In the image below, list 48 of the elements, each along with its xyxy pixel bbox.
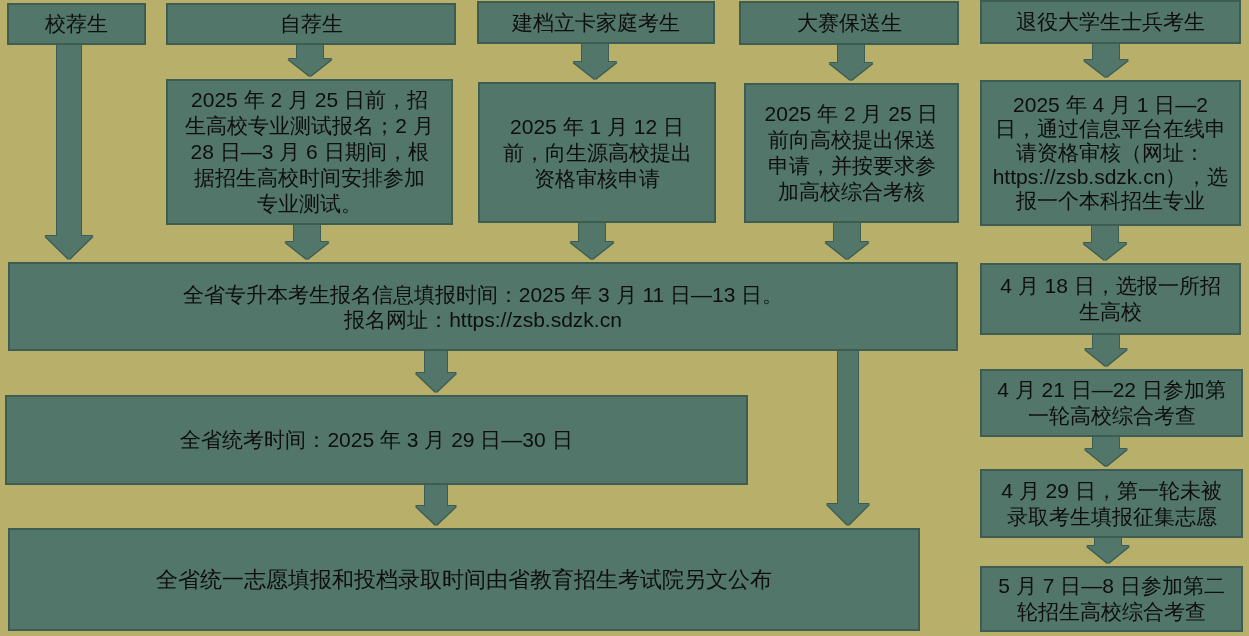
category-label: 校荐生 bbox=[45, 11, 108, 37]
block-arrow bbox=[573, 44, 617, 79]
step-box bbox=[980, 469, 1243, 538]
block-arrow bbox=[1085, 335, 1127, 366]
step-text: 全省统考时间：2025 年 3 月 29 日—30 日 bbox=[180, 427, 573, 453]
block-arrow bbox=[1083, 226, 1127, 260]
step-box bbox=[478, 82, 716, 223]
category-box bbox=[166, 3, 456, 45]
step-box bbox=[8, 528, 920, 631]
step-box bbox=[980, 263, 1241, 335]
block-arrow bbox=[829, 45, 873, 80]
step-box bbox=[5, 395, 748, 485]
step-text: 2025 年 2 月 25 日前，招生高校专业测试报名；2 月 28 日—3 月 6 日期间，根据招生高校时间安排参加专业测试。 bbox=[184, 87, 435, 217]
step-box bbox=[8, 262, 958, 351]
block-arrow bbox=[1087, 538, 1129, 563]
category-box bbox=[7, 3, 146, 45]
step-text: 2025 年 2 月 25 日前向高校提出保送申请，并按要求参加高校综合考核 bbox=[764, 101, 939, 205]
step-box bbox=[980, 566, 1243, 632]
category-label: 建档立卡家庭考生 bbox=[512, 9, 680, 36]
block-arrow bbox=[1085, 437, 1127, 466]
category-box bbox=[980, 0, 1241, 44]
step-text: 2025 年 1 月 12 日前，向生源高校提出资格审核申请 bbox=[501, 113, 693, 192]
step-text: 5 月 7 日—8 日参加第二轮招生高校综合考查 bbox=[997, 573, 1226, 625]
step-text: 4 月 29 日，第一轮未被录取考生填报征集志愿 bbox=[1000, 477, 1223, 530]
block-arrow bbox=[827, 351, 869, 525]
step-box bbox=[166, 79, 453, 225]
step-text: 全省统一志愿填报和投档录取时间由省教育招生考试院另文公布 bbox=[156, 566, 772, 593]
step-text: 报名网址：https://zsb.sdzk.cn bbox=[344, 306, 622, 332]
block-arrow bbox=[416, 351, 456, 392]
block-arrow bbox=[288, 45, 332, 76]
category-label: 退役大学生士兵考生 bbox=[1016, 9, 1205, 35]
category-label: 自荐生 bbox=[279, 11, 343, 37]
step-text: 全省专升本考生报名信息填报时间：2025 年 3 月 11 日—13 日。 bbox=[182, 281, 784, 307]
block-arrow bbox=[285, 225, 329, 259]
category-label: 大赛保送生 bbox=[796, 10, 902, 36]
category-box bbox=[739, 1, 959, 45]
category-box bbox=[477, 1, 715, 44]
step-text: 2025 年 4 月 1 日—2 日，通过信息平台在线申请资格审核（网址：https://zsb.sdzk.cn），选报一个本科招生专业 bbox=[992, 93, 1229, 213]
block-arrow bbox=[1084, 44, 1128, 77]
block-arrow bbox=[570, 223, 614, 259]
step-text: 4 月 21 日—22 日参加第一轮高校综合考查 bbox=[996, 377, 1227, 429]
block-arrow bbox=[45, 45, 93, 259]
block-arrow bbox=[825, 223, 869, 259]
step-box bbox=[744, 83, 959, 223]
step-box bbox=[980, 80, 1241, 226]
step-box bbox=[980, 369, 1243, 437]
block-arrow bbox=[416, 485, 456, 525]
step-text: 4 月 18 日，选报一所招生高校 bbox=[999, 273, 1222, 325]
